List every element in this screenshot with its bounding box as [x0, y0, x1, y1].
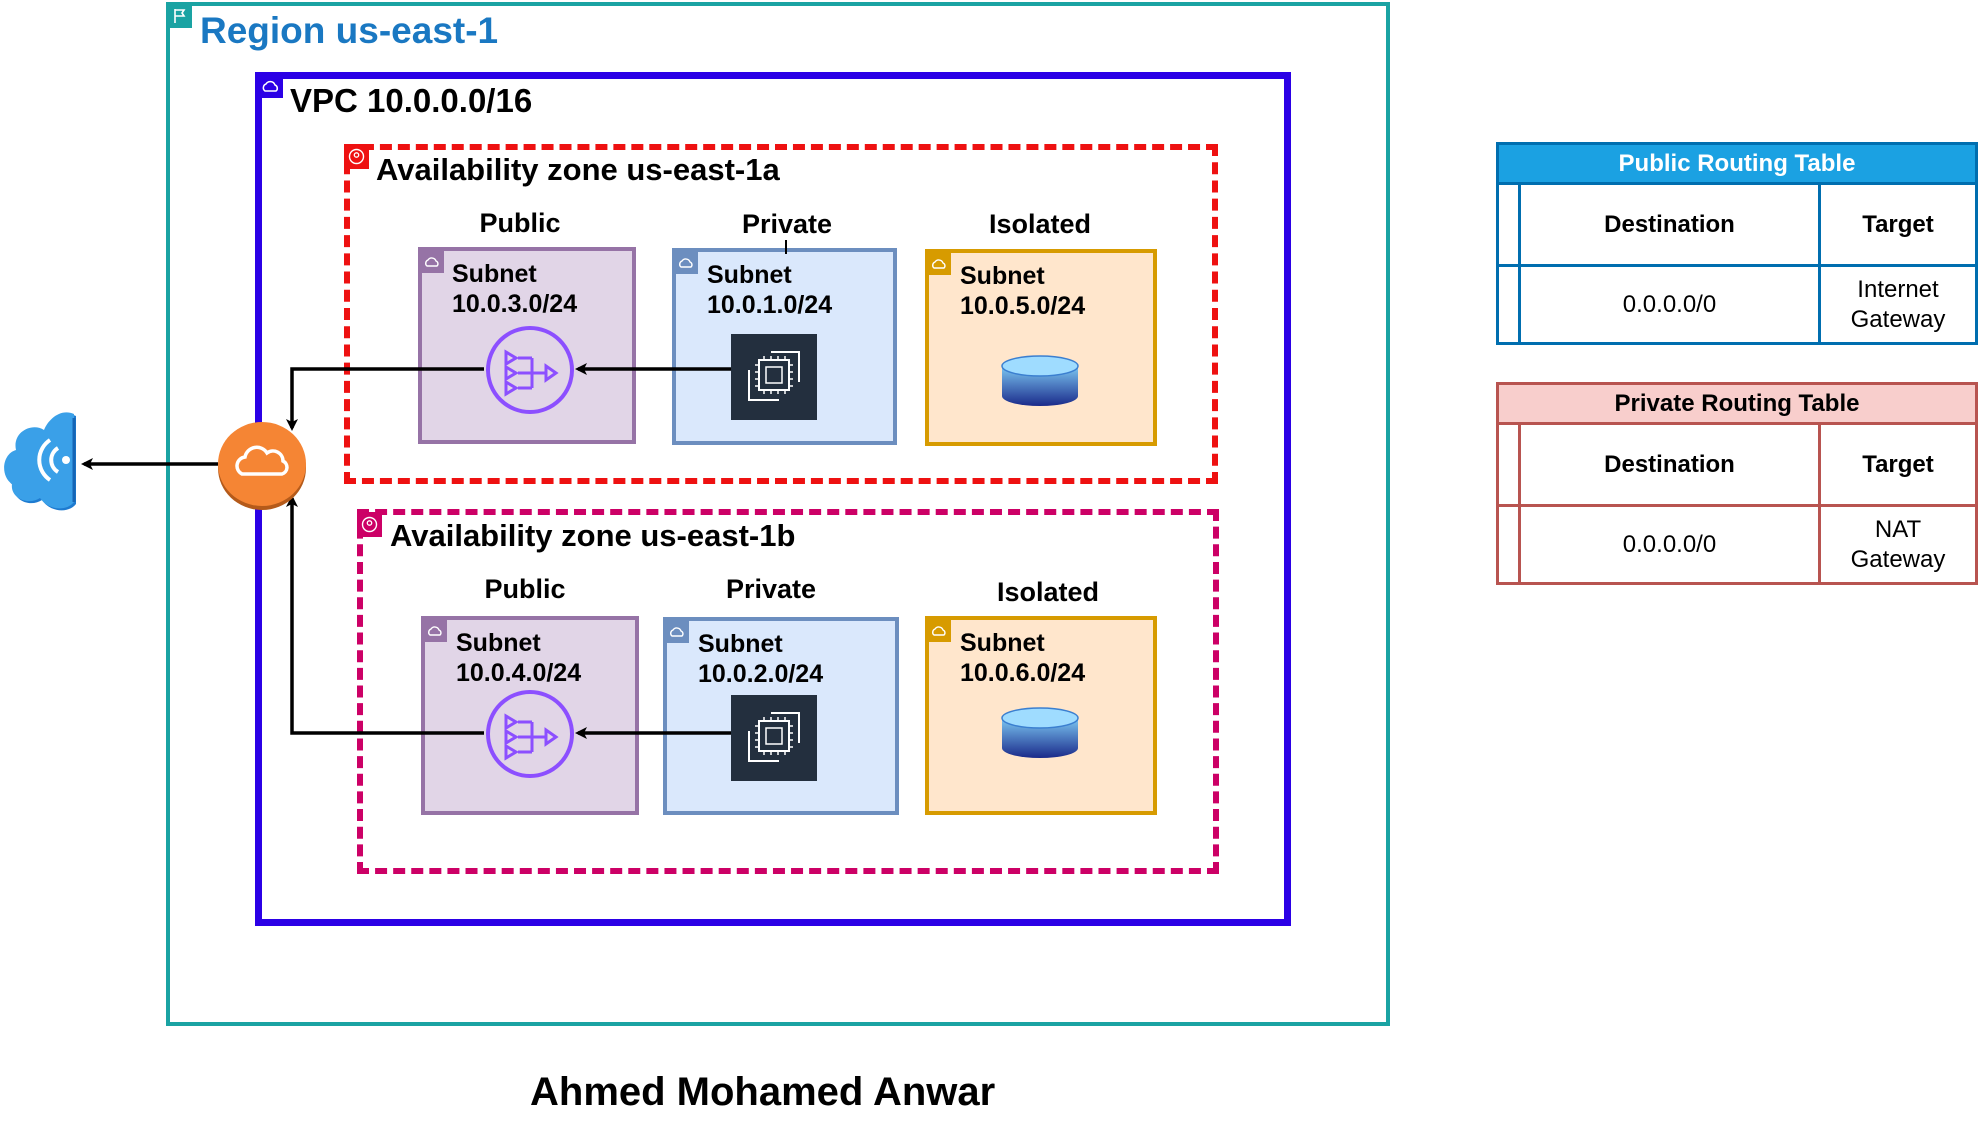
subnet-title: Subnet — [960, 262, 1045, 290]
route-target-line2: Gateway — [1850, 545, 1946, 573]
table-divider — [1499, 264, 1975, 267]
column-header-destination: Destination — [1604, 450, 1735, 478]
ec2-instance-icon — [731, 334, 817, 420]
subnet-cidr: 10.0.4.0/24 — [456, 659, 582, 687]
nat-gateway-icon — [484, 324, 576, 416]
zone-b-isolated-label: Isolated — [996, 577, 1100, 607]
table-divider — [1518, 425, 1521, 582]
route-target-line1: Internet — [1857, 275, 1939, 303]
route-target: Internet Gateway — [1821, 267, 1975, 342]
zone-b-private-label: Private — [725, 574, 817, 604]
route-target-line2: Gateway — [1850, 305, 1946, 333]
subnet-title: Subnet — [960, 629, 1045, 657]
zone-pin-icon — [357, 512, 382, 537]
zone-b-public-label: Public — [484, 574, 566, 604]
database-icon — [1000, 706, 1080, 762]
zone-a-public-label: Public — [479, 208, 561, 238]
subnet-cidr: 10.0.5.0/24 — [960, 292, 1086, 320]
route-target: NAT Gateway — [1821, 507, 1975, 582]
zone-a-isolated-label: Isolated — [988, 209, 1092, 239]
route-destination: 0.0.0.0/0 — [1622, 290, 1717, 318]
column-header-destination: Destination — [1604, 210, 1735, 238]
vpc-title: VPC 10.0.0.0/16 — [290, 82, 533, 119]
private-routing-table: Private Routing Table Destination Target… — [1496, 382, 1978, 585]
availability-zone-b — [357, 509, 1219, 874]
nat-gateway-icon — [484, 688, 576, 780]
subnet-isolated-b: Subnet 10.0.6.0/24 — [925, 616, 1157, 815]
internet-cloud-icon — [2, 408, 82, 518]
subnet-cidr: 10.0.1.0/24 — [707, 291, 833, 319]
database-icon — [1000, 354, 1080, 410]
subnet-cidr: 10.0.3.0/24 — [452, 290, 578, 318]
table-divider — [1818, 185, 1821, 342]
subnet-cloud-icon — [425, 620, 447, 642]
zone-pin-icon — [344, 144, 369, 169]
private-routing-table-title: Private Routing Table — [1499, 385, 1975, 425]
table-divider — [1818, 425, 1821, 582]
zone-a-title: Availability zone us-east-1a — [376, 152, 780, 187]
subnet-title: Subnet — [452, 260, 537, 288]
ec2-instance-icon — [731, 695, 817, 781]
arrow-nat-b-to-igw — [286, 495, 484, 735]
internet-gateway-icon — [216, 416, 308, 512]
subnet-private-b: Subnet 10.0.2.0/24 — [663, 617, 899, 815]
arrow-nat-a-to-igw — [286, 367, 484, 431]
vpc-cloud-icon — [259, 76, 283, 98]
subnet-cloud-icon — [929, 620, 951, 642]
subnet-cloud-icon — [676, 252, 698, 274]
subnet-cidr: 10.0.2.0/24 — [698, 660, 824, 688]
subnet-cloud-icon — [667, 621, 689, 643]
subnet-public-b: Subnet 10.0.4.0/24 — [421, 616, 639, 815]
subnet-cidr: 10.0.6.0/24 — [960, 659, 1086, 687]
subnet-isolated-a: Subnet 10.0.5.0/24 — [925, 249, 1157, 446]
public-routing-table-title: Public Routing Table — [1499, 145, 1975, 185]
region-container — [166, 2, 1390, 1026]
subnet-cloud-icon — [422, 251, 444, 273]
table-divider — [1499, 504, 1975, 507]
zone-a-private-label: Private — [741, 209, 833, 239]
zone-b-title: Availability zone us-east-1b — [390, 518, 796, 553]
table-divider — [1518, 185, 1521, 342]
column-header-target: Target — [1862, 210, 1934, 238]
author-credit: Ahmed Mohamed Anwar — [530, 1070, 996, 1114]
subnet-title: Subnet — [707, 261, 792, 289]
column-header-target: Target — [1862, 450, 1934, 478]
region-title: Region us-east-1 — [200, 10, 499, 51]
region-flag-icon — [168, 4, 192, 28]
route-destination: 0.0.0.0/0 — [1622, 530, 1717, 558]
subnet-private-a: Subnet 10.0.1.0/24 — [672, 248, 897, 445]
subnet-title: Subnet — [698, 630, 783, 658]
public-routing-table: Public Routing Table Destination Target … — [1496, 142, 1978, 345]
subnet-title: Subnet — [456, 629, 541, 657]
route-target-line1: NAT — [1874, 515, 1922, 543]
subnet-cloud-icon — [929, 253, 951, 275]
availability-zone-a — [344, 144, 1218, 484]
